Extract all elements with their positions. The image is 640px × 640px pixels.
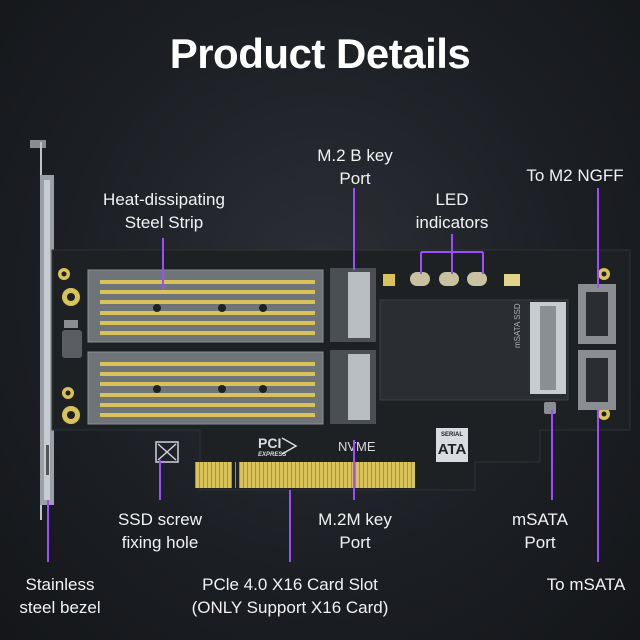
pcie-gold-fingers bbox=[195, 458, 415, 488]
label-to-m2-ngff: To M2 NGFF bbox=[526, 166, 624, 185]
serial-ata-logo: SERIAL ATA bbox=[436, 428, 468, 462]
msata-slot: mSATA SSD bbox=[379, 299, 569, 414]
label-to-msata: To mSATA bbox=[546, 575, 626, 594]
steel-bezel bbox=[30, 140, 54, 520]
msata-ssd-print: mSATA SSD bbox=[513, 303, 522, 348]
heat-strip-top bbox=[87, 269, 324, 343]
mount-holes bbox=[58, 268, 610, 424]
svg-text:ATA: ATA bbox=[438, 441, 467, 458]
m2-b-key-connector bbox=[330, 268, 376, 342]
heat-strip-bottom bbox=[87, 351, 324, 425]
svg-text:EXPRESS: EXPRESS bbox=[258, 452, 286, 458]
svg-text:SERIAL: SERIAL bbox=[441, 432, 463, 438]
screw-hole-icon bbox=[155, 441, 179, 463]
pci-express-logo: PCI EXPRESS bbox=[258, 435, 298, 458]
sata-ports bbox=[578, 284, 616, 410]
led-indicators bbox=[383, 272, 520, 286]
svg-text:PCI: PCI bbox=[258, 435, 281, 451]
nvme-print: NVME bbox=[338, 439, 376, 454]
page-title: Product Details bbox=[169, 30, 471, 77]
m2-m-key-connector bbox=[330, 350, 376, 424]
callout-lines bbox=[47, 188, 599, 562]
label-pcie-card-slot: PCle 4.0 X16 Card Slot(ONLY Support X16 … bbox=[191, 575, 389, 617]
